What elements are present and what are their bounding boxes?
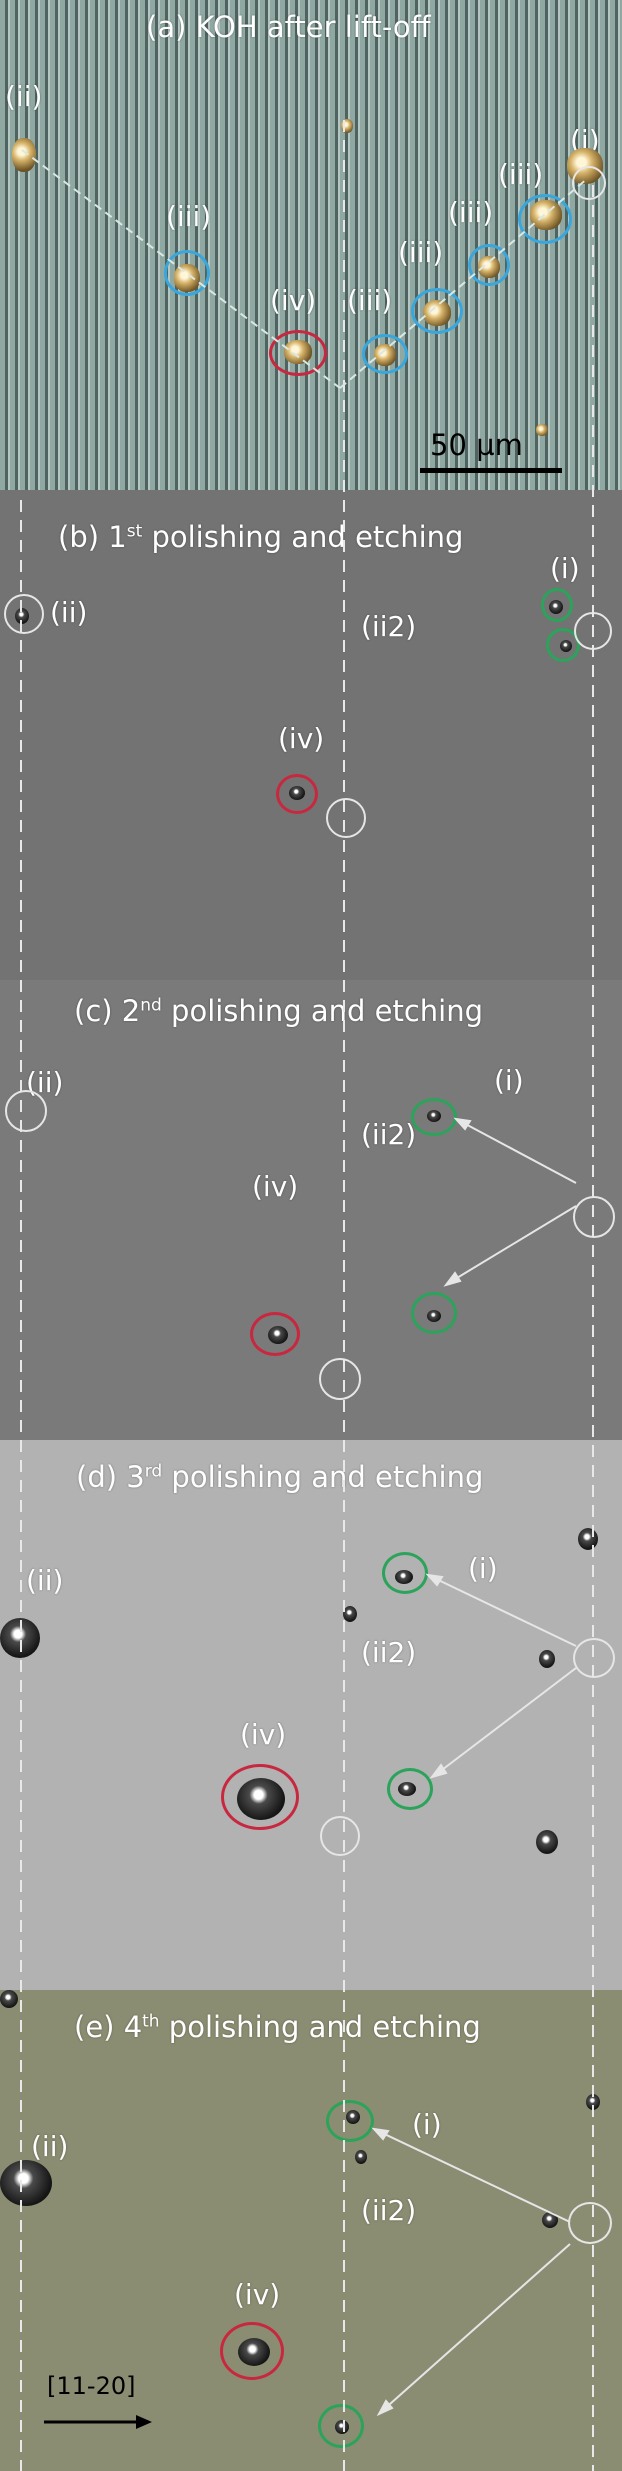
defect-cluster (536, 424, 548, 436)
etch-pit (586, 2094, 600, 2110)
annotation-i: (i) (550, 552, 580, 585)
annotation-ii: (ii) (31, 2130, 69, 2163)
etch-pit (0, 2160, 52, 2206)
annotation-iii: (iii) (448, 196, 494, 229)
green-circle-mark (382, 1552, 428, 1594)
white-circle-mark (572, 166, 606, 200)
annotation-ii2: (ii2) (361, 1118, 417, 1151)
panel-d-label: (d) 3rd polishing and etching (76, 1460, 483, 1494)
blue-circle-mark (164, 250, 210, 296)
etch-pit (536, 1830, 558, 1854)
annotation-iv: (iv) (278, 722, 325, 755)
blue-circle-mark (362, 334, 408, 374)
blue-circle-mark (468, 244, 510, 286)
etch-pit (539, 1650, 555, 1668)
panel-c-label-main: (c) 2 (74, 994, 141, 1028)
annotation-iv: (iv) (252, 1170, 299, 1203)
annotation-iii: (iii) (347, 284, 393, 317)
defect-cluster (341, 119, 353, 133)
white-circle-mark (574, 612, 612, 650)
defect-cluster (12, 138, 36, 172)
green-circle-mark (387, 1768, 433, 1810)
panel-e-label: (e) 4th polishing and etching (74, 2010, 481, 2044)
panel-e-4th-polishing: (e) 4th polishing and etching (ii) (i) (… (0, 1990, 622, 2471)
panel-c-2nd-polishing: (c) 2nd polishing and etching (ii) (i) (… (0, 980, 622, 1440)
etch-pit (578, 1528, 598, 1550)
panel-b-label: (b) 1st polishing and etching (58, 520, 463, 554)
panel-c-label-rest: polishing and etching (161, 994, 484, 1028)
red-circle-mark (250, 1312, 300, 1356)
scale-bar-label: 50 µm (430, 428, 523, 462)
annotation-ii2: (ii2) (361, 610, 417, 643)
annotation-i: (i) (494, 1064, 524, 1097)
white-circle-mark (4, 594, 44, 634)
etch-pit (355, 2150, 367, 2164)
annotation-iii: (iii) (498, 158, 544, 191)
panel-d-3rd-polishing: (d) 3rd polishing and etching (ii) (i) (… (0, 1440, 622, 1990)
panel-d-label-rest: polishing and etching (162, 1460, 484, 1494)
green-circle-mark (411, 1292, 457, 1334)
panel-b-1st-polishing: (b) 1st polishing and etching (ii) (ii2)… (0, 490, 622, 980)
etch-pit (0, 1618, 40, 1658)
annotation-iv: (iv) (234, 2278, 281, 2311)
red-circle-mark (276, 774, 318, 814)
green-circle-mark (411, 1098, 457, 1136)
red-circle-mark (220, 2322, 284, 2380)
annotation-iv: (iv) (240, 1718, 287, 1751)
white-circle-mark (568, 2202, 612, 2244)
etch-pit (0, 1990, 18, 2008)
annotation-iv: (iv) (270, 284, 317, 317)
annotation-iii: (iii) (398, 236, 444, 269)
panel-a-label: (a) KOH after lift-off (146, 10, 431, 44)
crystal-direction-label: [11-20] (47, 2372, 136, 2400)
panel-a-koh-after-lift-off: (a) KOH after lift-off (ii) (i) (iii) (i… (0, 0, 622, 490)
white-circle-mark (5, 1090, 47, 1132)
green-circle-mark (318, 2404, 364, 2448)
white-circle-mark (326, 798, 366, 838)
panel-b-label-rest: polishing and etching (142, 520, 464, 554)
panel-b-label-sup: st (126, 521, 143, 542)
crystal-direction-arrow-icon (44, 2415, 152, 2429)
panel-c-label: (c) 2nd polishing and etching (74, 994, 483, 1028)
panel-c-label-sup: nd (140, 995, 162, 1016)
panel-e-label-main: (e) 4 (74, 2010, 143, 2044)
red-circle-mark (269, 330, 327, 376)
annotation-ii2: (ii2) (361, 2194, 417, 2227)
green-circle-mark (541, 588, 573, 622)
red-circle-mark (221, 1764, 299, 1830)
white-circle-mark (573, 1196, 615, 1238)
blue-circle-mark (411, 288, 463, 334)
panel-e-label-rest: polishing and etching (159, 2010, 481, 2044)
panel-d-label-sup: rd (144, 1461, 163, 1482)
green-circle-mark (326, 2100, 374, 2142)
annotation-ii2: (ii2) (361, 1636, 417, 1669)
annotation-i: (i) (468, 1552, 498, 1585)
white-circle-mark (319, 1358, 361, 1400)
panel-b-label-main: (b) 1 (58, 520, 127, 554)
green-circle-mark (546, 628, 580, 662)
panel-d-label-main: (d) 3 (76, 1460, 145, 1494)
scale-bar (420, 468, 562, 473)
panel-e-label-sup: th (142, 2011, 160, 2032)
annotation-ii: (ii) (26, 1564, 64, 1597)
white-circle-mark (573, 1638, 615, 1678)
white-circle-mark (320, 1816, 360, 1856)
annotation-ii: (ii) (5, 80, 43, 113)
blue-circle-mark (518, 194, 572, 244)
annotation-ii: (ii) (50, 596, 88, 629)
annotation-iii: (iii) (166, 200, 212, 233)
etch-pit (542, 2212, 558, 2228)
etch-pit (343, 1606, 357, 1622)
annotation-i: (i) (412, 2108, 442, 2141)
